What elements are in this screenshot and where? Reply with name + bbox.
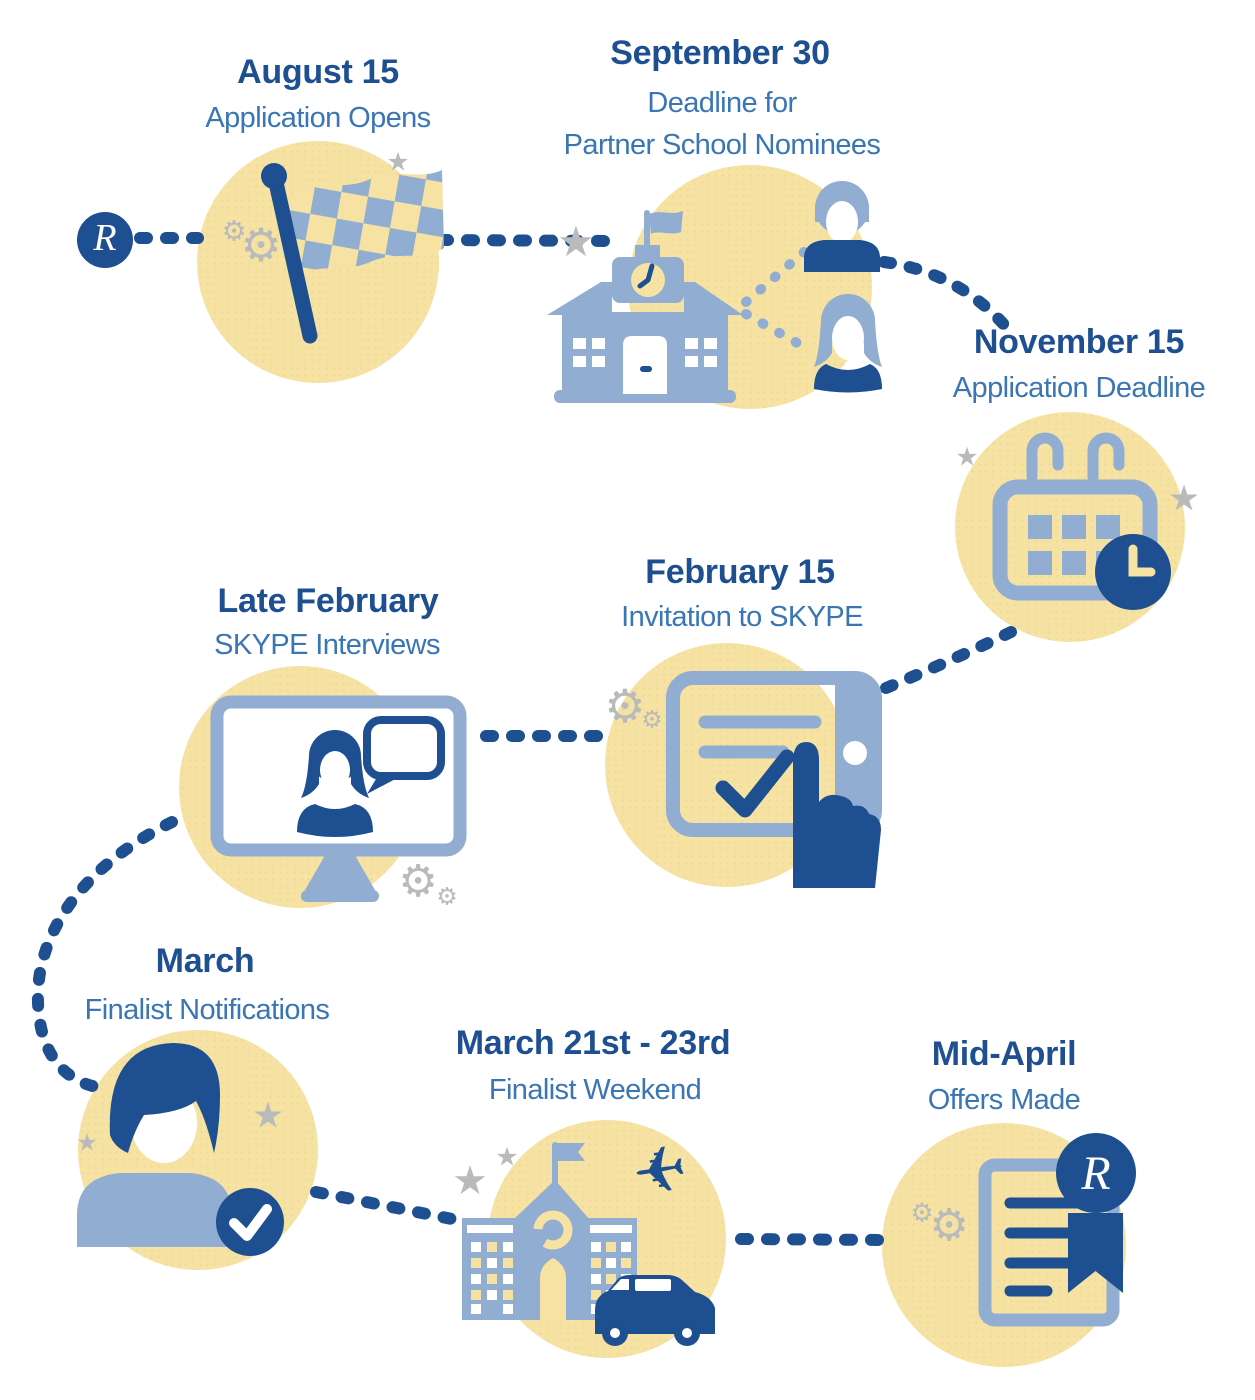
milestone-label-line1: Deadline for xyxy=(647,87,797,119)
star-icon: ★ xyxy=(495,1142,519,1173)
r-logo: R xyxy=(77,212,133,268)
nominee-person-icon xyxy=(804,181,880,272)
flag-pole-knob xyxy=(261,163,287,189)
milestone-date-latefebruary: Late February xyxy=(217,582,439,620)
school-base xyxy=(554,390,736,403)
monitor-stand xyxy=(305,852,375,890)
check-icon xyxy=(229,1204,272,1241)
gear-icon: ⚙ xyxy=(641,705,663,734)
car-icon xyxy=(595,1275,715,1346)
school-roof-right xyxy=(684,282,743,315)
shoulders xyxy=(814,364,882,393)
milestone-date-weekend: March 21st - 23rd xyxy=(455,1024,731,1062)
dotted-connector-september-november xyxy=(878,256,1013,334)
star-icon: ★ xyxy=(251,1095,285,1137)
clock-hands xyxy=(1128,544,1156,577)
campus-visit-icon xyxy=(462,1142,715,1346)
tablet-invitation-icon xyxy=(666,671,882,888)
calendar-ring xyxy=(1026,432,1064,483)
r-logo-letter: R xyxy=(93,217,117,259)
door-handle xyxy=(640,366,652,372)
milestone-date-march: March xyxy=(155,942,255,980)
flag-pole xyxy=(267,170,318,344)
home-button xyxy=(843,741,867,765)
school-icon xyxy=(547,210,743,403)
r-badge-letter: R xyxy=(1080,1147,1110,1200)
ribbon-icon xyxy=(1068,1213,1123,1293)
milestone-date-february: February 15 xyxy=(645,553,835,591)
shoulders xyxy=(77,1173,232,1247)
star-icon: ★ xyxy=(76,1128,98,1157)
gear-icon: ⚙ xyxy=(398,856,438,908)
gear-icon: ⚙ xyxy=(929,1200,969,1252)
campus-flag xyxy=(555,1143,585,1161)
calendar-deadline-icon xyxy=(992,432,1171,610)
pointing-hand-icon xyxy=(793,742,881,888)
milestone-label-april: Offers Made xyxy=(927,1084,1081,1116)
check-icon xyxy=(715,749,795,818)
gear-icon: ⚙ xyxy=(910,1198,934,1229)
milestone-label-november: Application Deadline xyxy=(952,372,1206,404)
checkered-flag-icon xyxy=(261,163,444,344)
milestone-label-weekend: Finalist Weekend xyxy=(488,1074,702,1106)
finalist-person-icon xyxy=(77,1043,284,1256)
gear-icon: ⚙ xyxy=(436,882,458,911)
milestone-date-august: August 15 xyxy=(237,53,399,91)
shoulders xyxy=(804,240,880,272)
campus-arch-door xyxy=(540,1258,566,1320)
clock-hands xyxy=(637,263,655,289)
calendar-ring xyxy=(1087,432,1125,483)
r-badge-icon xyxy=(1056,1133,1136,1213)
gear-icon: ⚙ xyxy=(240,218,282,273)
dotted-connector-march-weekend xyxy=(310,1186,458,1225)
campus-wing-left xyxy=(462,1218,518,1320)
monitor-base xyxy=(301,890,379,902)
school-roof-left xyxy=(547,282,612,315)
gear-icon: ⚙ xyxy=(604,679,646,734)
star-icon: ★ xyxy=(955,442,979,473)
flag-cloth xyxy=(286,170,444,276)
speech-bubble-icon xyxy=(363,716,445,780)
milestone-label-latefebruary: SKYPE Interviews xyxy=(214,629,440,661)
milestone-label-march: Finalist Notifications xyxy=(84,994,330,1026)
campus-tower-roof xyxy=(513,1180,590,1220)
check-badge-icon xyxy=(216,1188,284,1256)
video-call-monitor-icon xyxy=(210,695,467,902)
star-icon: ★ xyxy=(386,147,410,178)
car-windshield xyxy=(611,1279,629,1290)
car-window xyxy=(635,1279,671,1291)
face xyxy=(832,316,864,360)
woman-avatar-icon xyxy=(297,730,373,837)
gear-icon: ⚙ xyxy=(221,214,247,248)
offer-letter-icon: R xyxy=(978,1133,1136,1327)
face xyxy=(320,751,350,789)
dotted-connector-november-february xyxy=(880,626,1017,694)
milestone-date-september: September 30 xyxy=(610,34,830,72)
milestone-label-line2: Partner School Nominees xyxy=(563,129,881,161)
school-flag xyxy=(649,211,683,234)
star-icon: ★ xyxy=(452,1158,488,1205)
milestone-date-april: Mid-April xyxy=(931,1035,1077,1073)
face xyxy=(826,201,858,243)
milestone-label-february: Invitation to SKYPE xyxy=(621,601,863,633)
milestone-label-august: Application Opens xyxy=(205,102,431,134)
nominee-person-icon xyxy=(814,294,882,393)
shoulders xyxy=(297,804,373,837)
star-icon: ★ xyxy=(1167,478,1201,520)
milestone-date-november: November 15 xyxy=(973,323,1185,361)
hair-left xyxy=(814,321,832,367)
hair-right xyxy=(864,321,882,367)
milestone-label-september: Deadline for Partner School Nominees xyxy=(564,82,881,166)
dotted-connector-weekend-april xyxy=(735,1233,890,1246)
school-door xyxy=(623,336,667,394)
campus-seal xyxy=(533,1210,573,1250)
